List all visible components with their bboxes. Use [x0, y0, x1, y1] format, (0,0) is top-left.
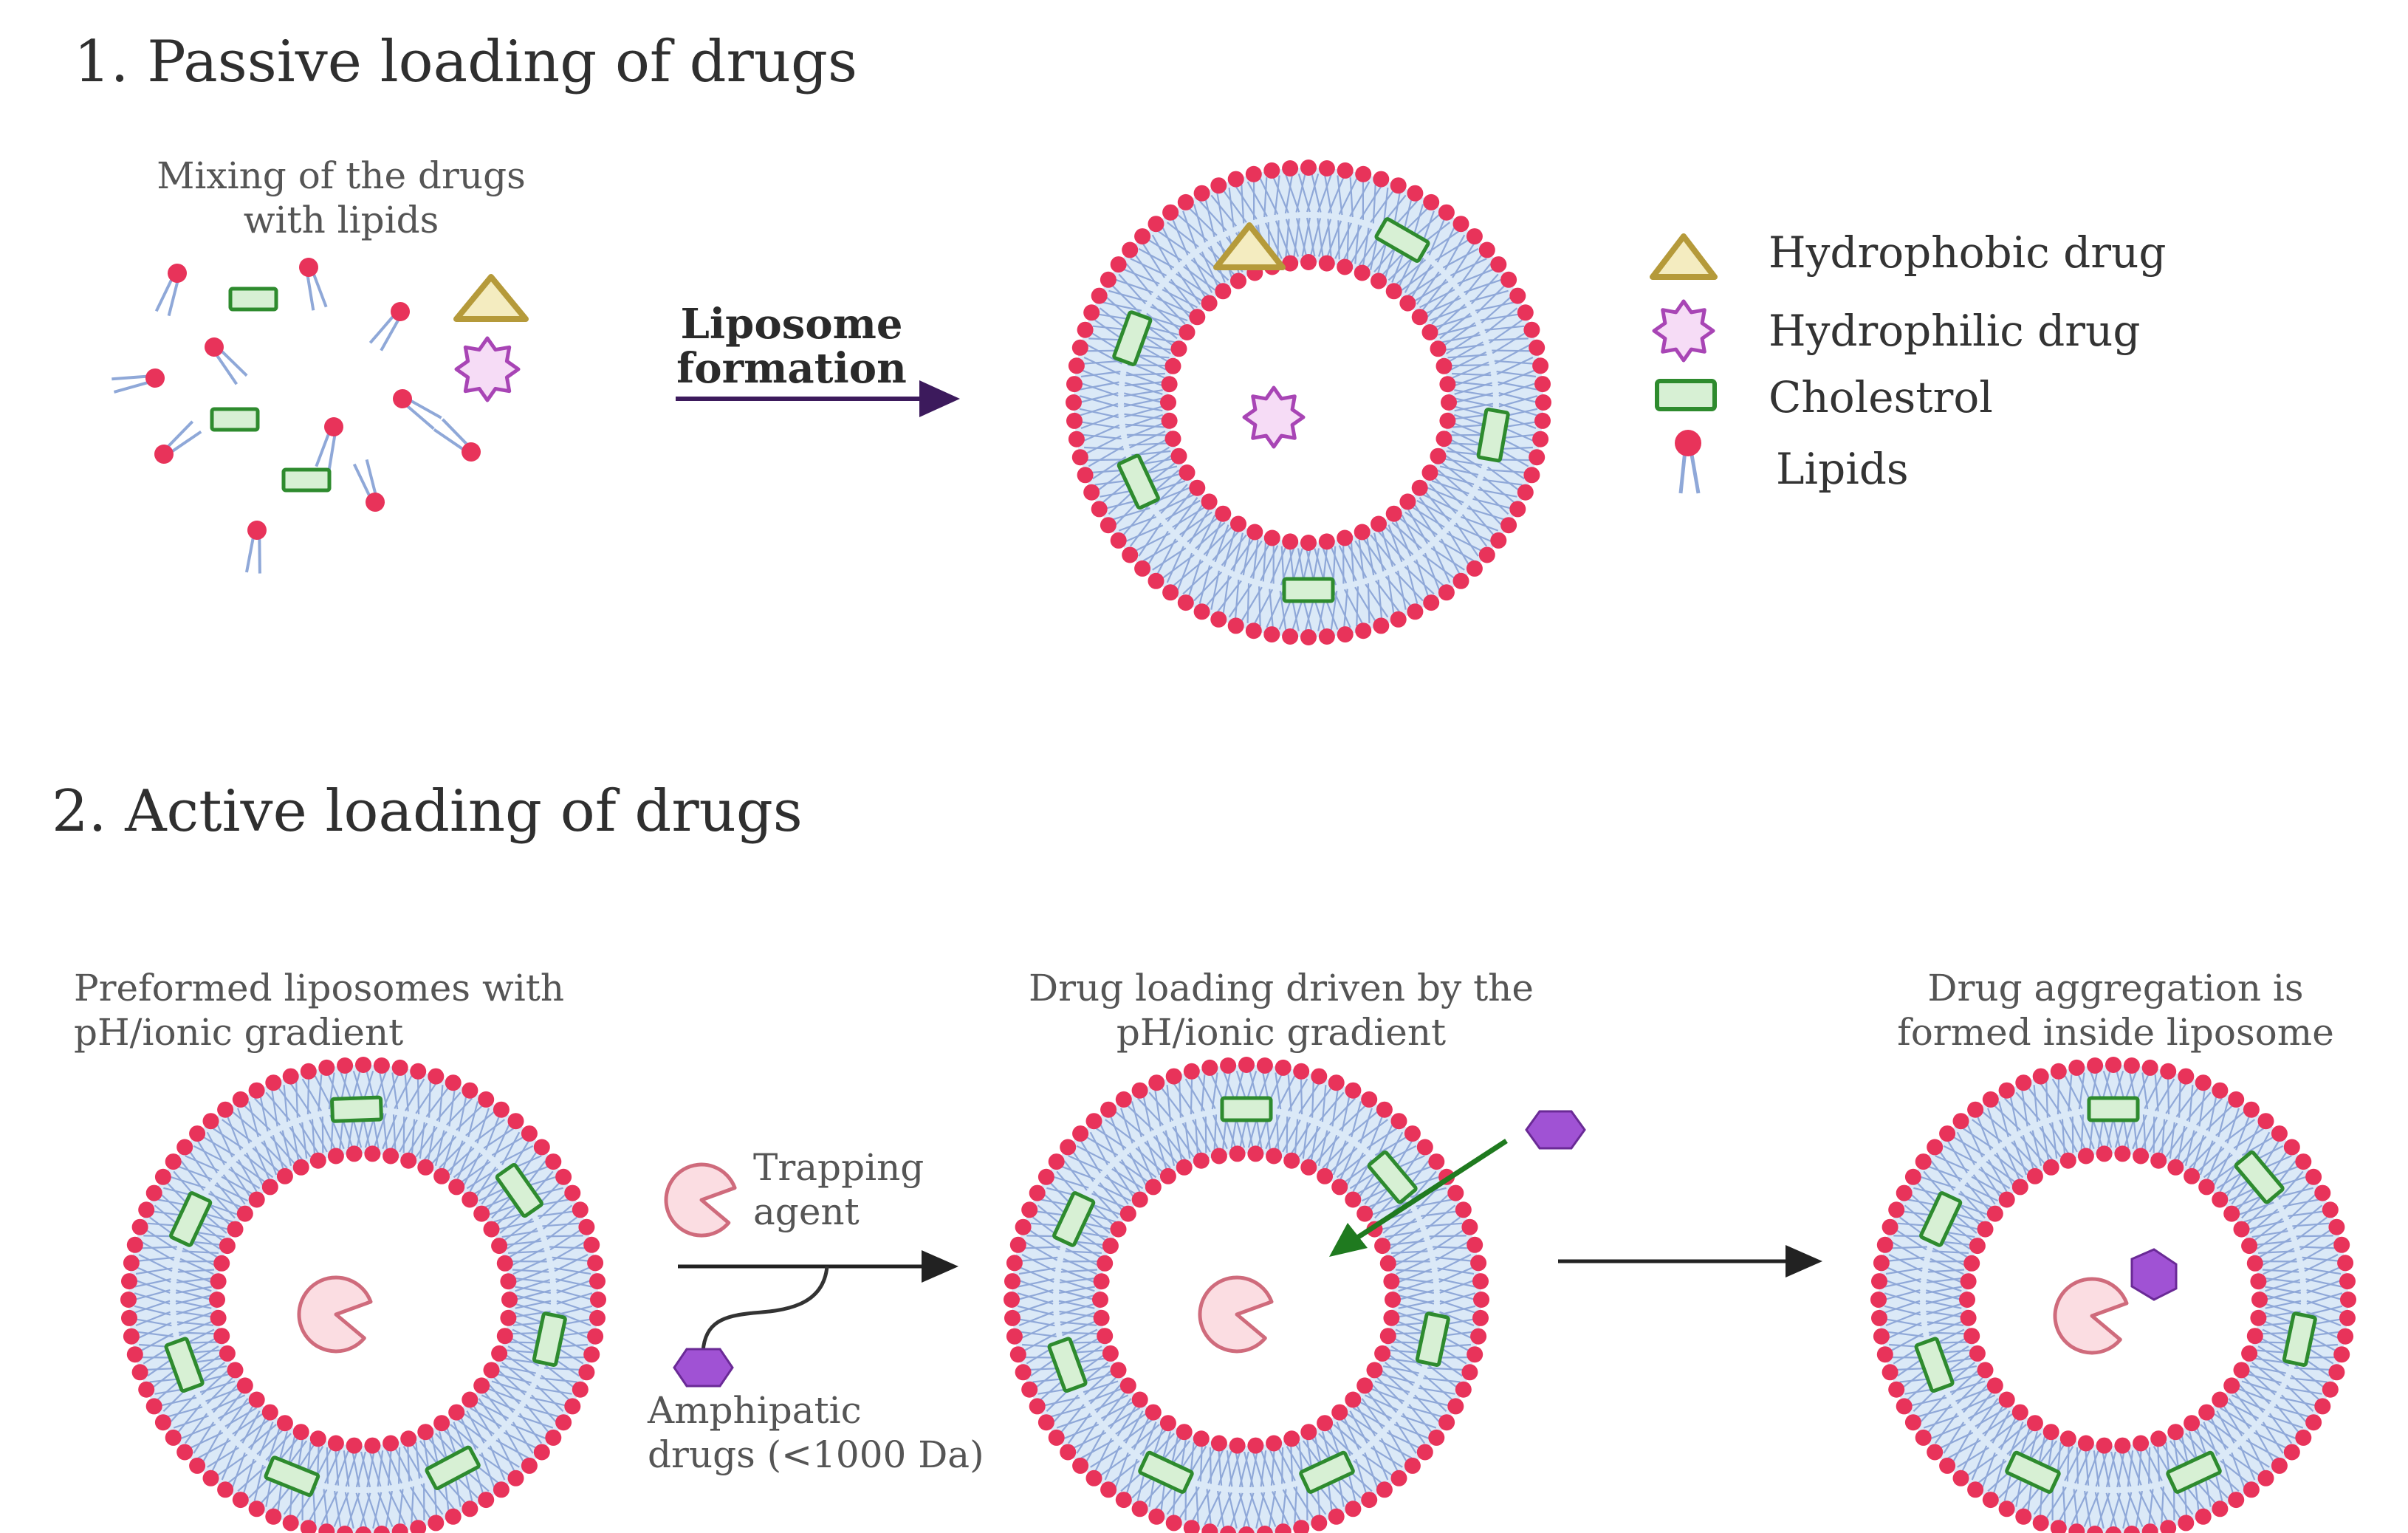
cholesterol-icon — [281, 467, 332, 493]
passive-loaded-liposome — [1066, 160, 1551, 645]
trapping-agent-label-line1: Trapping — [753, 1146, 924, 1189]
entering-amphipatic-drug-icon — [1525, 1110, 1586, 1150]
cholesterol-icon — [495, 1163, 543, 1218]
cholesterol-icon — [169, 1191, 213, 1247]
mixture-hydrophobic-drug-icon — [453, 274, 529, 322]
mixing-label-line1: Mixing of the drugs — [157, 154, 526, 197]
cholesterol-icon — [1374, 217, 1430, 263]
mixing-label-line2: with lipids — [244, 199, 439, 241]
lipid-icon — [433, 418, 481, 462]
legend-hydrophilic-label: Hydrophilic drug — [1769, 306, 2141, 356]
cholesterol-icon — [2166, 1450, 2222, 1494]
lipid-icon — [352, 459, 385, 512]
cholesterol-icon — [1116, 453, 1160, 510]
lipid-icon — [112, 368, 165, 394]
legend-lipids-label: Lipids — [1776, 444, 1909, 494]
cholesterol-icon — [1282, 577, 1335, 603]
cholesterol-icon — [2087, 1096, 2140, 1122]
cholesterol-icon — [330, 1095, 383, 1123]
scattered-mixture — [112, 258, 481, 574]
aggregated-amphipatic-drug-icon — [2130, 1248, 2178, 1301]
legend-hydrophobic-drug-icon — [1650, 233, 1718, 280]
active-section-title: 2. Active loading of drugs — [52, 778, 803, 845]
lipid-icon — [245, 521, 267, 574]
cholesterol-icon — [1367, 1150, 1418, 1204]
liposome-formation-label-line1: Liposome — [681, 300, 903, 349]
preformed-liposome — [120, 1057, 606, 1533]
mixture-hydrophilic-drug-icon — [454, 336, 521, 402]
lipid-icon — [154, 420, 202, 464]
cholesterol-icon — [164, 1337, 205, 1393]
loaded-hydrophilic-drug-icon — [1242, 385, 1306, 449]
lipid-icon — [315, 417, 343, 470]
lipid-icon — [393, 389, 442, 431]
legend: Hydrophobic drug Hydrophilic drug Choles… — [1650, 227, 2166, 494]
stage1-to-stage2-arrow — [678, 1250, 958, 1352]
stage2-to-stage3-arrow — [1558, 1245, 1822, 1278]
cholesterol-icon — [1914, 1337, 1955, 1393]
lipid-icon — [205, 337, 248, 385]
cholesterol-icon — [1919, 1191, 1963, 1247]
liposome-formation-arrow — [676, 380, 960, 417]
passive-section-title: 1. Passive loading of drugs — [74, 29, 857, 95]
trapping-agent-icon — [2053, 1277, 2129, 1355]
cholesterol-icon — [210, 407, 260, 432]
stage2-label-line2: pH/ionic gradient — [1116, 1011, 1446, 1054]
lipid-icon — [154, 264, 187, 317]
legend-lipid-icon — [1675, 430, 1701, 494]
cholesterol-icon — [425, 1445, 481, 1490]
amphipatic-label-line2: drugs (<1000 Da) — [648, 1433, 984, 1476]
aggregated-liposome — [1870, 1057, 2356, 1533]
cholesterol-icon — [1476, 407, 1510, 463]
cholesterol-icon — [532, 1311, 567, 1367]
cholesterol-icon — [2282, 1311, 2317, 1367]
legend-hydrophobic-label: Hydrophobic drug — [1769, 227, 2166, 278]
cholesterol-icon — [264, 1455, 320, 1498]
stage2-label-line1: Drug loading driven by the — [1029, 967, 1534, 1009]
loading-liposome — [1004, 1057, 1489, 1533]
cholesterol-icon — [2234, 1150, 2285, 1204]
trapping-agent-icon — [664, 1162, 737, 1238]
legend-cholesterol-label: Cholestrol — [1769, 372, 1993, 422]
cholesterol-icon — [1112, 310, 1153, 366]
legend-hydrophilic-drug-icon — [1652, 299, 1715, 363]
stage1-label-line1: Preformed liposomes with — [74, 967, 564, 1009]
lipid-icon — [299, 258, 328, 311]
trapping-agent-icon — [1198, 1275, 1274, 1354]
amphipatic-label-line1: Amphipatic — [647, 1389, 862, 1432]
loaded-hydrophobic-drug-icon — [1213, 222, 1286, 270]
stage1-label-line2: pH/ionic gradient — [74, 1011, 403, 1054]
cholesterol-icon — [1415, 1311, 1450, 1367]
cholesterol-icon — [2005, 1450, 2061, 1494]
cholesterol-icon — [1052, 1191, 1096, 1247]
cholesterol-icon — [228, 287, 278, 312]
trapping-agent-label-line2: agent — [753, 1190, 860, 1233]
stage3-label-line1: Drug aggregation is — [1927, 967, 2303, 1009]
amphipatic-drug-icon — [673, 1348, 734, 1388]
cholesterol-icon — [1220, 1096, 1273, 1122]
trapping-agent-icon — [297, 1275, 373, 1354]
drug-influx-arrow — [1329, 1139, 1508, 1257]
liposome-formation-label-line2: formation — [676, 344, 907, 393]
cholesterol-icon — [1299, 1450, 1355, 1494]
lipid-icon — [368, 302, 410, 351]
cholesterol-icon — [1047, 1337, 1088, 1393]
cholesterol-icon — [1138, 1450, 1194, 1494]
stage3-label-line2: formed inside liposome — [1897, 1011, 2334, 1054]
legend-cholesterol-icon — [1655, 379, 1717, 411]
